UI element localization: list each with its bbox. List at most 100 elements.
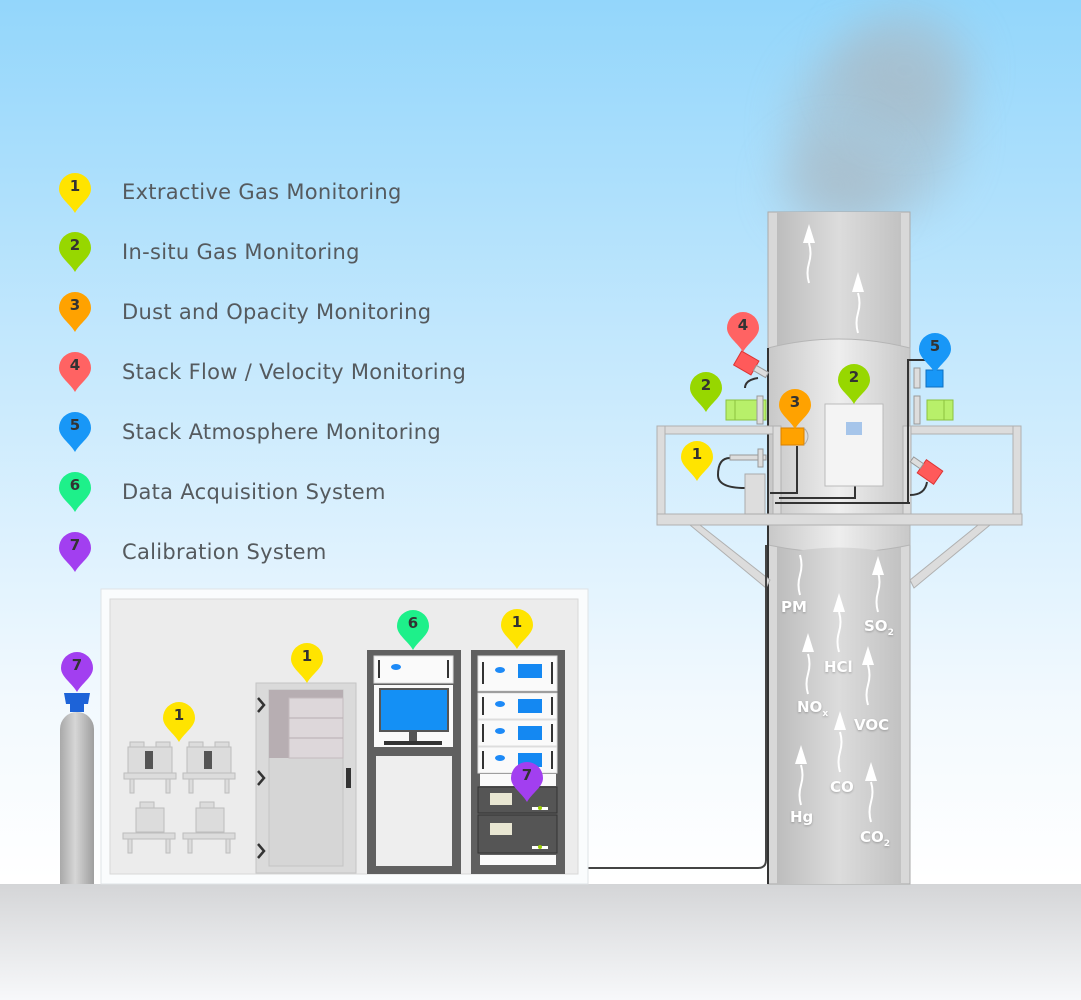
keyboard xyxy=(384,741,442,745)
gas-label-text: Hg xyxy=(790,808,814,826)
pin-shelter-calibrator[interactable]: 7 xyxy=(510,761,544,803)
analyzer-unit xyxy=(477,692,558,720)
pin-stack-insitu-center[interactable]: 2 xyxy=(837,363,871,405)
pump-unit xyxy=(122,801,176,854)
gas-label-text: CO xyxy=(830,778,854,796)
cylinder-valve xyxy=(64,693,90,712)
flow-arrow-head xyxy=(852,272,864,292)
pump-unit xyxy=(182,741,236,794)
pin-number: 1 xyxy=(511,613,523,631)
pin-number: 6 xyxy=(407,614,419,632)
flow-sensor xyxy=(732,350,770,379)
pin-marker: 5 xyxy=(58,411,92,453)
pin-marker: 6 xyxy=(58,471,92,513)
pin-shelter-cabinet[interactable]: 1 xyxy=(290,642,324,684)
gas-label-text: HCl xyxy=(824,658,853,676)
gas-arrow-head xyxy=(872,556,884,575)
gas-arrow-head xyxy=(865,762,877,781)
pin-shelter-das-rack[interactable]: 6 xyxy=(396,609,430,651)
pin-shape xyxy=(59,173,91,213)
legend-label: Calibration System xyxy=(122,540,327,564)
extractive-probe xyxy=(729,448,767,515)
pin-number: 1 xyxy=(173,706,185,724)
gas-label-subscript: 2 xyxy=(887,628,894,638)
pin-stack-atmosphere[interactable]: 5 xyxy=(918,332,952,374)
gas-cylinder xyxy=(60,693,94,884)
legend-label: Dust and Opacity Monitoring xyxy=(122,300,432,324)
ground xyxy=(0,884,1081,1000)
analyzer-rack xyxy=(471,650,565,874)
gas-label-text: PM xyxy=(781,598,807,616)
gas-label-hcl: HCl xyxy=(824,658,853,676)
insitu-analyzer xyxy=(725,395,767,425)
flow-arrows xyxy=(803,224,864,334)
gas-label-nox: NOx xyxy=(797,698,828,719)
gas-label-hg: Hg xyxy=(790,808,813,826)
pin-marker: 3 xyxy=(58,291,92,333)
pin-number: 4 xyxy=(737,316,749,334)
analyzer-unit xyxy=(477,655,558,692)
calibrator-unit xyxy=(477,786,558,814)
gas-arrow xyxy=(865,664,871,706)
pin-shelter-analyzer-rack[interactable]: 1 xyxy=(500,608,534,650)
gas-label-subscript: 2 xyxy=(883,839,891,849)
pin-gas-cylinder[interactable]: 7 xyxy=(60,651,94,693)
cloud-icon xyxy=(391,664,401,670)
atmosphere-sensor xyxy=(913,367,944,389)
gas-arrow-head xyxy=(795,745,807,764)
pump-unit xyxy=(123,741,177,794)
legend-label: Data Acquisition System xyxy=(122,480,386,504)
gas-label-so2: SO2 xyxy=(864,617,894,638)
gas-label-text: NO xyxy=(797,698,823,716)
pin-number: 1 xyxy=(691,445,703,463)
insitu-analyzer xyxy=(913,395,954,425)
pin-number: 7 xyxy=(521,766,533,784)
gas-arrow xyxy=(805,653,811,695)
pin-marker: 4 xyxy=(58,351,92,393)
gas-arrow-head xyxy=(862,646,874,665)
shelter-cable xyxy=(588,545,767,869)
pin-shelter-pumps[interactable]: 1 xyxy=(162,701,196,743)
gas-arrows xyxy=(795,554,884,823)
gas-label-pm: PM xyxy=(781,598,807,616)
smoke-plume xyxy=(840,10,970,130)
legend-label: Extractive Gas Monitoring xyxy=(122,180,402,204)
gas-arrow xyxy=(797,554,803,596)
gas-arrow xyxy=(836,611,842,653)
pin-stack-extractive[interactable]: 1 xyxy=(680,440,714,482)
pump-units xyxy=(122,741,236,854)
pin-number: 5 xyxy=(929,337,941,355)
gas-label-co: CO xyxy=(830,778,854,796)
pin-stack-flow[interactable]: 4 xyxy=(726,311,760,353)
pin-number: 2 xyxy=(848,368,860,386)
analyzer-unit xyxy=(477,719,558,747)
conditioning-cabinet xyxy=(255,682,357,874)
insitu-cabinet xyxy=(824,403,884,487)
flow-sensor xyxy=(909,456,944,485)
pin-marker: 2 xyxy=(58,231,92,273)
pin-stack-insitu-left[interactable]: 2 xyxy=(689,371,723,413)
gas-arrow xyxy=(868,781,874,823)
gas-label-text: CO xyxy=(860,828,884,846)
flow-arrow xyxy=(855,292,861,334)
pin-stack-dust[interactable]: 3 xyxy=(778,388,812,430)
flow-arrow-head xyxy=(803,224,815,243)
gas-label-voc: VOC xyxy=(854,716,889,734)
legend-label: In-situ Gas Monitoring xyxy=(122,240,360,264)
pin-number: 3 xyxy=(789,393,801,411)
dust-monitor xyxy=(780,427,809,446)
legend-label: Stack Atmosphere Monitoring xyxy=(122,420,442,444)
pin-marker: 7 xyxy=(58,531,92,573)
gas-arrow xyxy=(798,764,804,806)
pin-marker: 1 xyxy=(58,172,92,214)
gas-arrow xyxy=(875,571,881,613)
gas-label-co2: CO2 xyxy=(860,828,890,849)
pump-unit xyxy=(182,801,236,854)
gas-label-text: VOC xyxy=(854,716,890,734)
calibrator-unit xyxy=(477,814,558,854)
legend-label: Stack Flow / Velocity Monitoring xyxy=(122,360,467,384)
pin-number: 7 xyxy=(71,656,83,674)
gas-label-subscript: x xyxy=(822,709,829,719)
gas-arrow xyxy=(837,731,843,773)
